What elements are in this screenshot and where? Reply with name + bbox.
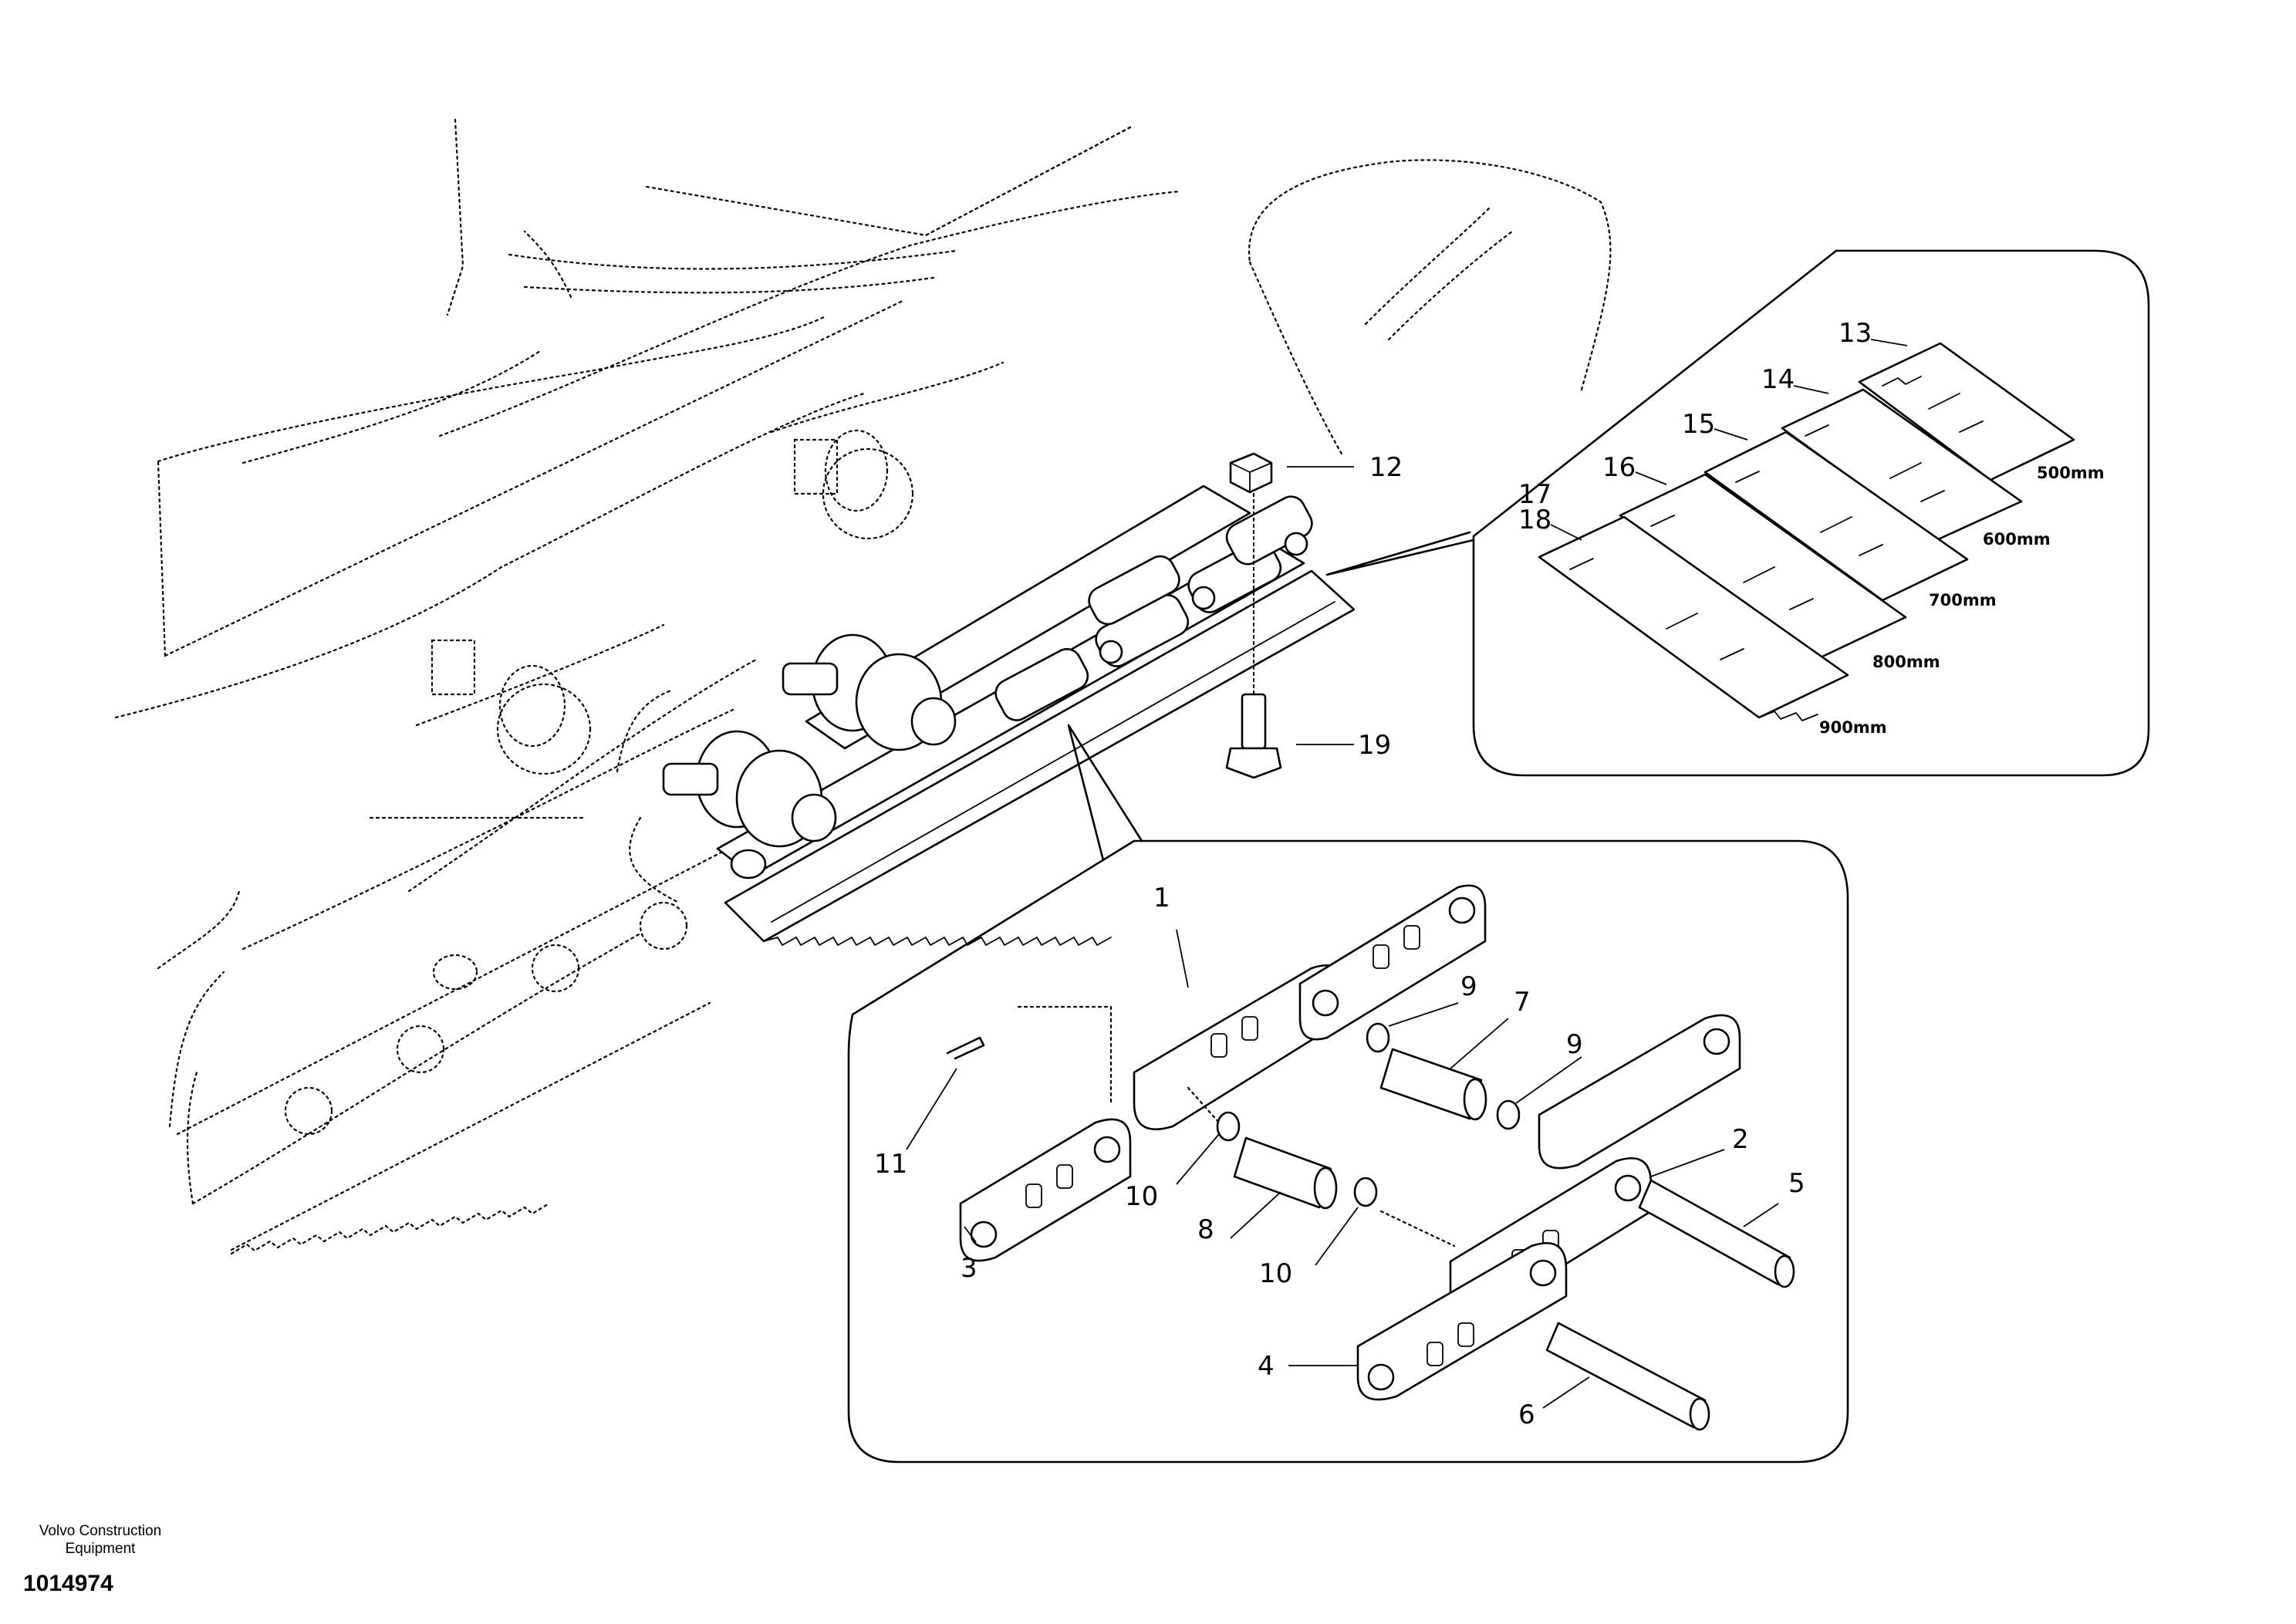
callout-5: 5 [1788, 1168, 1805, 1199]
shoe-width-900: 900mm [1819, 718, 1887, 737]
shoe-width-700: 700mm [1929, 591, 1997, 609]
seal-10-upper [1216, 1111, 1241, 1142]
track-link-assembly [662, 452, 1356, 946]
callout-16: 16 [1602, 452, 1636, 483]
callout-10-lower: 10 [1259, 1258, 1292, 1289]
callout-3: 3 [961, 1253, 977, 1284]
callout-8: 8 [1197, 1214, 1214, 1245]
track-shoe-900 [1538, 515, 1849, 721]
callout-12: 12 [1369, 452, 1403, 483]
shoe-width-600: 600mm [1983, 530, 2051, 549]
track-shoe-500 [1858, 342, 2075, 481]
bushing-7 [1379, 1048, 1487, 1121]
callout-14: 14 [1761, 364, 1795, 395]
track-roller [782, 633, 957, 751]
callout-2: 2 [1732, 1124, 1749, 1155]
pin-6 [1545, 1322, 1710, 1431]
callout-13: 13 [1838, 318, 1872, 349]
track-link-1 [1133, 884, 1487, 1130]
callout-10-upper: 10 [1125, 1181, 1158, 1212]
callout-17: 17 [1518, 479, 1551, 510]
leader-lines [906, 339, 1908, 1409]
callout-6: 6 [1518, 1399, 1535, 1430]
master-pin-clip [946, 1036, 985, 1060]
track-shoe-detail-panel [1325, 249, 2150, 777]
shoe-nut [1229, 452, 1273, 494]
excavator-ghost-outline [114, 118, 1612, 1255]
track-link-3 [959, 1005, 1132, 1262]
seal-10-lower [1353, 1177, 1378, 1207]
bushing-8 [1233, 1136, 1338, 1210]
shoe-bolt [1225, 693, 1282, 779]
callout-1: 1 [1153, 883, 1170, 913]
callout-4: 4 [1258, 1351, 1275, 1382]
shoe-width-800: 800mm [1872, 653, 1940, 671]
track-link-4 [1356, 1241, 1568, 1401]
shoe-width-500: 500mm [2037, 464, 2105, 482]
callout-labels: 1 2 3 4 5 6 7 8 9 9 10 10 11 12 13 14 15… [874, 318, 1872, 1430]
pin-5 [1638, 1179, 1795, 1288]
seal-9-upper [1366, 1022, 1390, 1053]
callout-15: 15 [1682, 409, 1715, 440]
callout-11: 11 [874, 1149, 907, 1180]
manufacturer-name: Volvo Construction [39, 1523, 161, 1539]
seal-9-lower [1496, 1099, 1521, 1130]
shoe-width-labels: 500mm 600mm 700mm 800mm 900mm [1819, 464, 2105, 737]
footer: Volvo Construction Equipment 1014974 [23, 1523, 161, 1596]
document-number: 1014974 [23, 1571, 113, 1596]
track-link-detail-panel [847, 724, 1849, 1464]
callout-18: 18 [1518, 505, 1551, 535]
callout-9-upper: 9 [1460, 971, 1477, 1002]
callout-19: 19 [1358, 730, 1391, 761]
callout-7: 7 [1514, 987, 1531, 1018]
callout-9-lower: 9 [1566, 1029, 1583, 1060]
manufacturer-subname: Equipment [66, 1541, 137, 1557]
track-roller [662, 730, 837, 880]
